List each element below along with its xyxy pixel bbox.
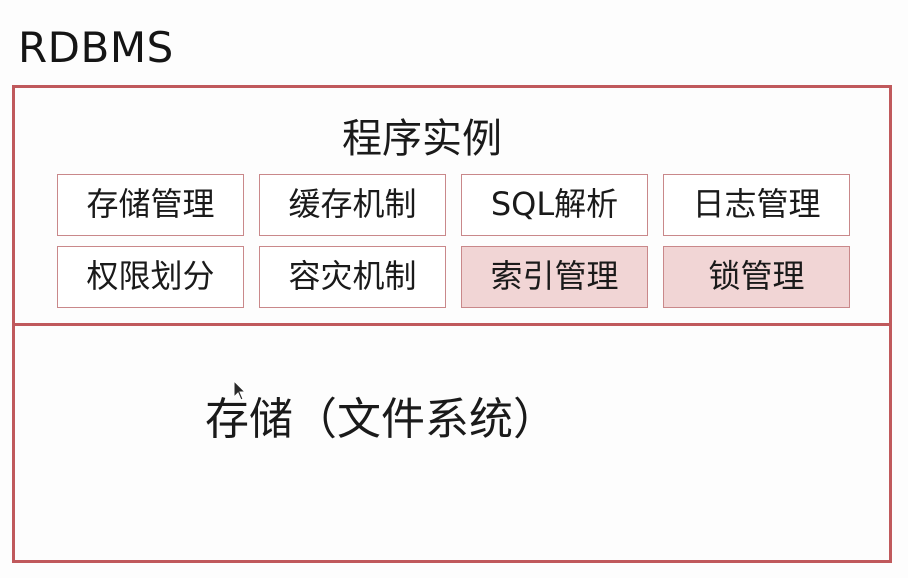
module-index-management: 索引管理: [461, 246, 648, 308]
diagram-title: RDBMS: [18, 23, 174, 72]
module-lock-management: 锁管理: [663, 246, 850, 308]
module-sql-parsing: SQL解析: [461, 174, 648, 236]
module-permission-division: 权限划分: [57, 246, 244, 308]
module-log-management: 日志管理: [663, 174, 850, 236]
module-disaster-recovery: 容灾机制: [259, 246, 446, 308]
program-instance-section: 程序实例 存储管理 缓存机制 SQL解析 日志管理 权限划分 容灾机制 索引管理…: [15, 88, 889, 326]
program-instance-title: 程序实例: [342, 116, 502, 162]
storage-section: 存储（文件系统）: [15, 326, 889, 560]
module-storage-management: 存储管理: [57, 174, 244, 236]
mouse-pointer-icon: [233, 380, 247, 401]
rdbms-container: 程序实例 存储管理 缓存机制 SQL解析 日志管理 权限划分 容灾机制 索引管理…: [12, 85, 892, 563]
storage-label: 存储（文件系统）: [205, 394, 557, 445]
module-cache-mechanism: 缓存机制: [259, 174, 446, 236]
